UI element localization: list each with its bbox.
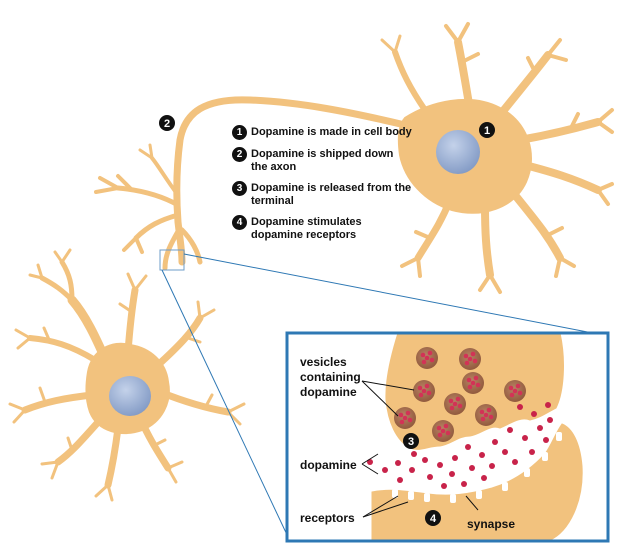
receptor-sites — [392, 432, 562, 503]
synapse-label: synapse — [467, 517, 515, 531]
badge-2-number: 2 — [164, 118, 170, 130]
vesicle — [444, 393, 466, 415]
step-badge-1: 1 — [232, 125, 247, 140]
step-badge-4: 4 — [232, 215, 247, 230]
terminal-zoom-box — [159, 249, 185, 271]
vesicle — [432, 420, 454, 442]
receiving-neuron-nucleus — [109, 376, 151, 416]
dopamine-label: dopamine — [300, 458, 357, 472]
vesicle — [413, 380, 435, 402]
step-badge-4: 4 — [425, 510, 441, 526]
legend-step-1: 1 Dopamine is made in cell body — [232, 125, 412, 140]
step-badge-2: 2 — [159, 115, 175, 131]
step-badge-3: 3 — [232, 181, 247, 196]
vesicle — [394, 407, 416, 429]
step-badge-1: 1 — [479, 122, 495, 138]
vesicles-label-line3: dopamine — [300, 385, 357, 399]
receiving-neuron — [8, 248, 246, 502]
vesicles — [394, 347, 526, 442]
vesicles-label-line1: vesicles — [300, 355, 347, 369]
legend-step-3-text: Dopamine is released from the terminal — [251, 182, 412, 207]
vesicle — [459, 348, 481, 370]
vesicles-label-line2: containing — [300, 370, 361, 384]
synapse-inset: vesicles containing dopamine dopamine re… — [285, 331, 610, 543]
step-badge-3: 3 — [403, 433, 419, 449]
zoom-connector-bottom — [161, 269, 290, 540]
dopamine-neuron-nucleus — [436, 130, 480, 174]
badge-4-number: 4 — [430, 513, 437, 525]
legend-step-3: 3 Dopamine is released from the terminal — [232, 181, 412, 208]
step-legend: 1 Dopamine is made in cell body 2 Dopami… — [232, 125, 412, 250]
dopamine-molecules — [367, 402, 553, 489]
vesicle — [416, 347, 438, 369]
legend-step-1-text: Dopamine is made in cell body — [251, 126, 412, 138]
legend-step-4: 4 Dopamine stimulates dopamine receptors — [232, 215, 412, 242]
step-badge-2: 2 — [232, 147, 247, 162]
receptors-label: receptors — [300, 511, 355, 525]
zoom-connector-top — [183, 253, 604, 336]
vesicle — [462, 372, 484, 394]
vesicle — [504, 380, 526, 402]
legend-step-2-text: Dopamine is shipped down the axon — [251, 148, 394, 173]
leader-lines — [361, 380, 479, 518]
badge-3-number: 3 — [408, 436, 414, 448]
badge-1-number: 1 — [484, 125, 490, 137]
receiving-neuron-dendrites — [8, 248, 246, 502]
legend-step-4-text: Dopamine stimulates dopamine receptors — [251, 216, 362, 241]
vesicle — [475, 404, 497, 426]
legend-step-2: 2 Dopamine is shipped down the axon — [232, 147, 412, 174]
inset-border — [285, 331, 610, 543]
